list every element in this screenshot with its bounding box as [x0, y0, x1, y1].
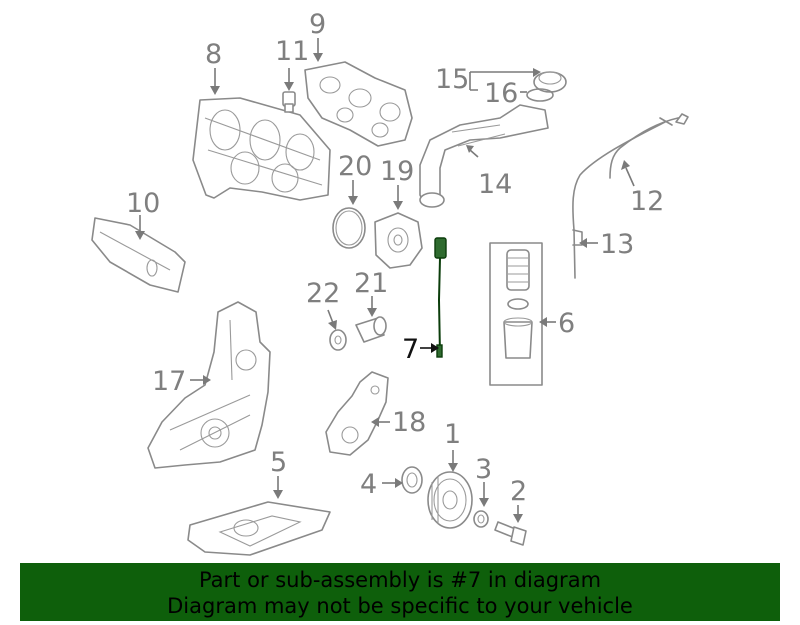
part-22-washer[interactable] [329, 329, 347, 351]
callout-20: 20 [338, 151, 372, 182]
callout-18: 18 [392, 407, 426, 438]
footer-line-1: Part or sub-assembly is #7 in diagram [198, 568, 602, 592]
callout-6: 6 [558, 308, 575, 339]
part-17-timing-cover[interactable] [147, 301, 271, 469]
part-14-filler-tube[interactable] [419, 104, 549, 208]
callout-2: 2 [510, 476, 527, 507]
callout-8: 8 [205, 39, 222, 70]
callout-10: 10 [126, 188, 160, 219]
parts-diagram: 8 9 11 10 15 16 14 [91, 9, 689, 556]
callout-21: 21 [354, 268, 388, 299]
part-2-bolt[interactable] [494, 521, 527, 546]
callout-19: 19 [380, 156, 414, 187]
callout-5: 5 [270, 447, 287, 478]
part-15-oil-cap[interactable] [533, 71, 567, 93]
callout-3: 3 [475, 454, 492, 485]
part-21-sensor[interactable] [355, 316, 387, 343]
callout-1: 1 [444, 419, 461, 450]
callout-11: 11 [275, 36, 309, 67]
callout-16: 16 [484, 78, 518, 109]
part-8-cylinder-head[interactable] [192, 97, 331, 201]
part-18-bracket[interactable] [325, 371, 389, 456]
part-10-cover[interactable] [91, 217, 186, 293]
callout-4: 4 [360, 469, 377, 500]
callout-12: 12 [630, 186, 664, 217]
callout-13: 13 [600, 229, 634, 260]
part-19-housing[interactable] [374, 212, 423, 269]
part-11-sensor[interactable] [282, 91, 296, 113]
callout-9: 9 [309, 9, 326, 40]
callout-17: 17 [152, 366, 186, 397]
part-20-o-ring[interactable] [332, 207, 366, 249]
part-4-seal[interactable] [401, 466, 423, 494]
footer-line-2: Diagram may not be specific to your vehi… [167, 594, 633, 618]
part-6-oil-filter-kit[interactable] [489, 242, 543, 386]
part-9-camshaft-housing[interactable] [304, 61, 413, 147]
callout-14: 14 [478, 169, 512, 200]
part-7-oil-level-guide[interactable] [434, 237, 447, 358]
callout-22: 22 [306, 278, 340, 309]
footer-banner: Part or sub-assembly is #7 in diagram Di… [20, 563, 780, 621]
part-16-cap-seal[interactable] [526, 88, 554, 102]
part-13-dipstick-tube[interactable] [572, 117, 673, 279]
part-5-oil-pan[interactable] [187, 501, 331, 556]
callout-7: 7 [402, 334, 419, 365]
part-3-washer[interactable] [473, 510, 489, 528]
callout-15: 15 [435, 64, 469, 95]
part-1-pulley[interactable] [427, 471, 473, 529]
